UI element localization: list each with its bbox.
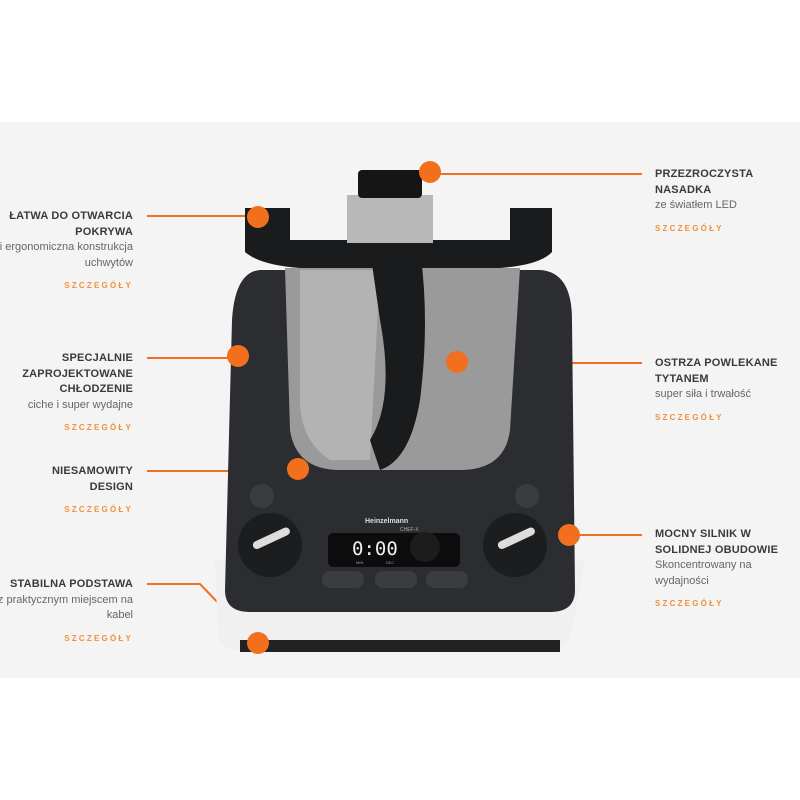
power-button[interactable] (250, 484, 274, 508)
feature-subtitle: z praktycznym miejscem na kabel (0, 593, 133, 622)
feature-title: NIESAMOWITY DESIGN (51, 465, 133, 493)
details-link[interactable]: SZCZEGÓŁY (64, 633, 133, 643)
hotspot-motor[interactable] (558, 524, 580, 546)
feature-blades: OSTRZA POWLEKANE TYTANEM super siła i tr… (655, 356, 785, 425)
right-knob-grip (497, 527, 535, 550)
feature-base: STABILNA PODSTAWA z praktycznym miejscem… (0, 577, 133, 646)
details-link[interactable]: SZCZEGÓŁY (64, 423, 133, 432)
feature-title: ŁATWA DO OTWARCIA POKRYWA (9, 210, 133, 238)
brand-logo: Heinzelmann (365, 518, 409, 525)
feature-subtitle: super siła i trwałość (655, 388, 751, 400)
lid (245, 208, 552, 268)
left-knob-grip (252, 527, 290, 550)
feature-design: NIESAMOWITY DESIGN SZCZEGÓŁY (23, 464, 133, 518)
feature-title: OSTRZA POWLEKANE TYTANEM (655, 357, 778, 385)
min-label: MIN (356, 560, 364, 565)
hotspot-lid[interactable] (247, 206, 269, 228)
details-link[interactable]: SZCZEGÓŁY (64, 505, 133, 514)
hotspot-cooling[interactable] (227, 345, 249, 367)
feature-title: SPECJALNIE ZAPROJEKTOWANE CHŁODZENIE (22, 352, 133, 395)
hotspot-measuring-cup[interactable] (419, 161, 441, 183)
left-knob[interactable] (238, 513, 302, 577)
hotspot-base[interactable] (247, 632, 269, 654)
reverse-button[interactable] (322, 571, 364, 588)
signal-button[interactable] (426, 571, 468, 588)
details-link[interactable]: SZCZEGÓŁY (655, 412, 724, 422)
feature-title: PRZEZROCZYSTA NASADKA (655, 168, 753, 196)
feature-measuring-cup: PRZEZROCZYSTA NASADKA ze światłem LED SZ… (655, 167, 765, 236)
bowl-highlight (300, 270, 380, 460)
scale-button[interactable] (515, 484, 539, 508)
feature-title: MOCNY SILNIK W SOLIDNEJ OBUDOWIE (655, 528, 779, 556)
display-dial[interactable] (410, 532, 440, 562)
timer-readout: 0:00 (352, 538, 398, 560)
feature-motor: MOCNY SILNIK W SOLIDNEJ OBUDOWIE Skoncen… (655, 527, 797, 612)
feature-subtitle: Skoncentrowany na wydajności (655, 559, 752, 587)
sec-label: SEC (386, 560, 395, 565)
feature-cooling: SPECJALNIE ZAPROJEKTOWANE CHŁODZENIE cic… (0, 351, 133, 436)
feature-subtitle: ciche i super wydajne (27, 398, 133, 411)
details-link[interactable]: SZCZEGÓŁY (64, 281, 133, 290)
feature-subtitle: i ergonomiczna konstrukcja uchwytów (0, 241, 133, 269)
measuring-cup (347, 195, 433, 243)
feature-title: STABILNA PODSTAWA (10, 578, 133, 590)
measuring-cup-top (358, 170, 422, 198)
details-link[interactable]: SZCZEGÓŁY (655, 599, 724, 608)
turbo-button[interactable] (375, 571, 417, 588)
base-foot (240, 640, 560, 652)
hotspot-design[interactable] (287, 458, 309, 480)
details-link[interactable]: SZCZEGÓŁY (655, 223, 724, 233)
right-knob[interactable] (483, 513, 547, 577)
brand-model: CHEF-X (400, 527, 419, 533)
feature-subtitle: ze światłem LED (655, 199, 737, 211)
feature-lid: ŁATWA DO OTWARCIA POKRYWA i ergonomiczna… (0, 209, 133, 294)
handle (370, 250, 425, 470)
hotspot-blades[interactable] (446, 351, 468, 373)
